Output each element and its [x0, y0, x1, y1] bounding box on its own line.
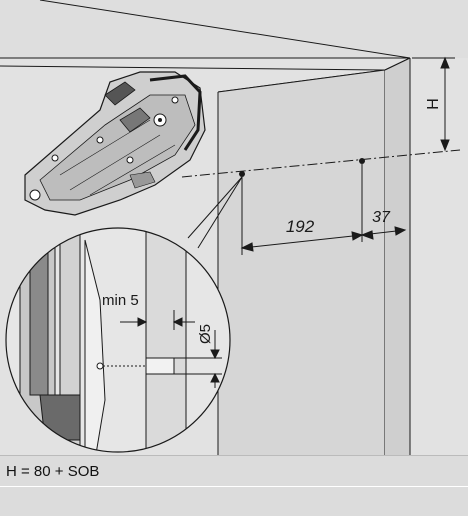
- detail-magnifier: [5, 227, 231, 453]
- center-line: [181, 149, 461, 178]
- drill-hole-1: [239, 171, 245, 177]
- dimension-37-label: 37: [372, 209, 391, 226]
- caption-bar: H = 80 + SOB: [0, 455, 468, 486]
- dimension-192-label: 192: [286, 217, 315, 236]
- drill-hole-2: [359, 158, 365, 164]
- min-5-label: min 5: [102, 292, 139, 309]
- diameter-label: Ø5: [197, 324, 214, 344]
- formula-caption: H = 80 + SOB: [6, 463, 100, 480]
- hole-spacing-dimension: [240, 164, 407, 255]
- footer-bar: [0, 486, 468, 516]
- hinge-mechanism: [24, 71, 206, 216]
- height-label: H: [425, 98, 442, 110]
- diameter-dimension: [174, 330, 222, 388]
- height-dimension: [412, 56, 455, 152]
- min-5-dimension: [120, 310, 195, 330]
